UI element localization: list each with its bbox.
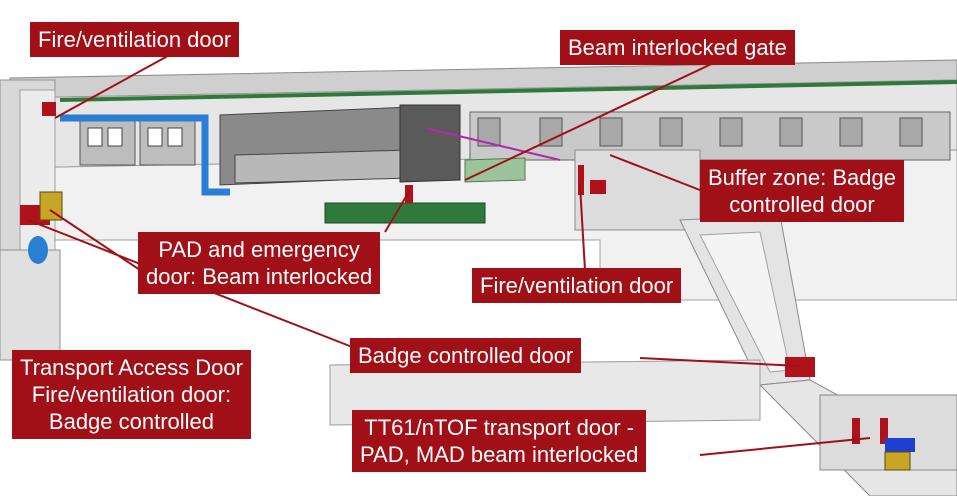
label-line: TT61/nTOF transport door - bbox=[364, 415, 635, 440]
top-left-door bbox=[42, 102, 56, 116]
label-line: PAD and emergency bbox=[158, 237, 360, 262]
label-buffer-zone: Buffer zone: Badge controlled door bbox=[700, 160, 904, 222]
label-beam-interlocked-gate: Beam interlocked gate bbox=[560, 30, 795, 65]
right-equipment-racks bbox=[469, 111, 951, 161]
label-line: Fire/ventilation door bbox=[38, 27, 232, 52]
label-line: door: Beam interlocked bbox=[146, 264, 373, 289]
blue-pipe bbox=[60, 114, 230, 196]
buffer-zone bbox=[574, 149, 701, 231]
label-line: controlled door bbox=[729, 192, 875, 217]
label-tt61-ntof-door: TT61/nTOF transport door - PAD, MAD beam… bbox=[352, 410, 647, 472]
label-line: Badge controlled bbox=[48, 409, 215, 434]
label-line: Buffer zone: Badge bbox=[708, 165, 896, 190]
label-line: PAD, MAD beam interlocked bbox=[360, 442, 639, 467]
label-line: Fire/ventilation door bbox=[480, 273, 674, 298]
ntof-door-area bbox=[819, 394, 957, 471]
label-badge-controlled-door: Badge controlled door bbox=[350, 338, 582, 373]
beam-gate-area bbox=[424, 127, 561, 183]
label-line: Transport Access Door bbox=[20, 355, 243, 380]
green-rack-row bbox=[324, 185, 486, 224]
label-line: Beam interlocked gate bbox=[568, 35, 787, 60]
label-fire-door-mid: Fire/ventilation door bbox=[472, 268, 682, 303]
label-pad-emergency-door: PAD and emergency door: Beam interlocked bbox=[138, 232, 381, 294]
label-line: Fire/ventilation door: bbox=[31, 382, 232, 407]
label-fire-door-top: Fire/ventilation door bbox=[30, 22, 240, 57]
left-equipment-racks bbox=[79, 119, 196, 166]
shielding-block bbox=[219, 104, 461, 186]
label-transport-access-door: Transport Access Door Fire/ventilation d… bbox=[12, 350, 251, 439]
label-line: Badge controlled door bbox=[358, 343, 574, 368]
